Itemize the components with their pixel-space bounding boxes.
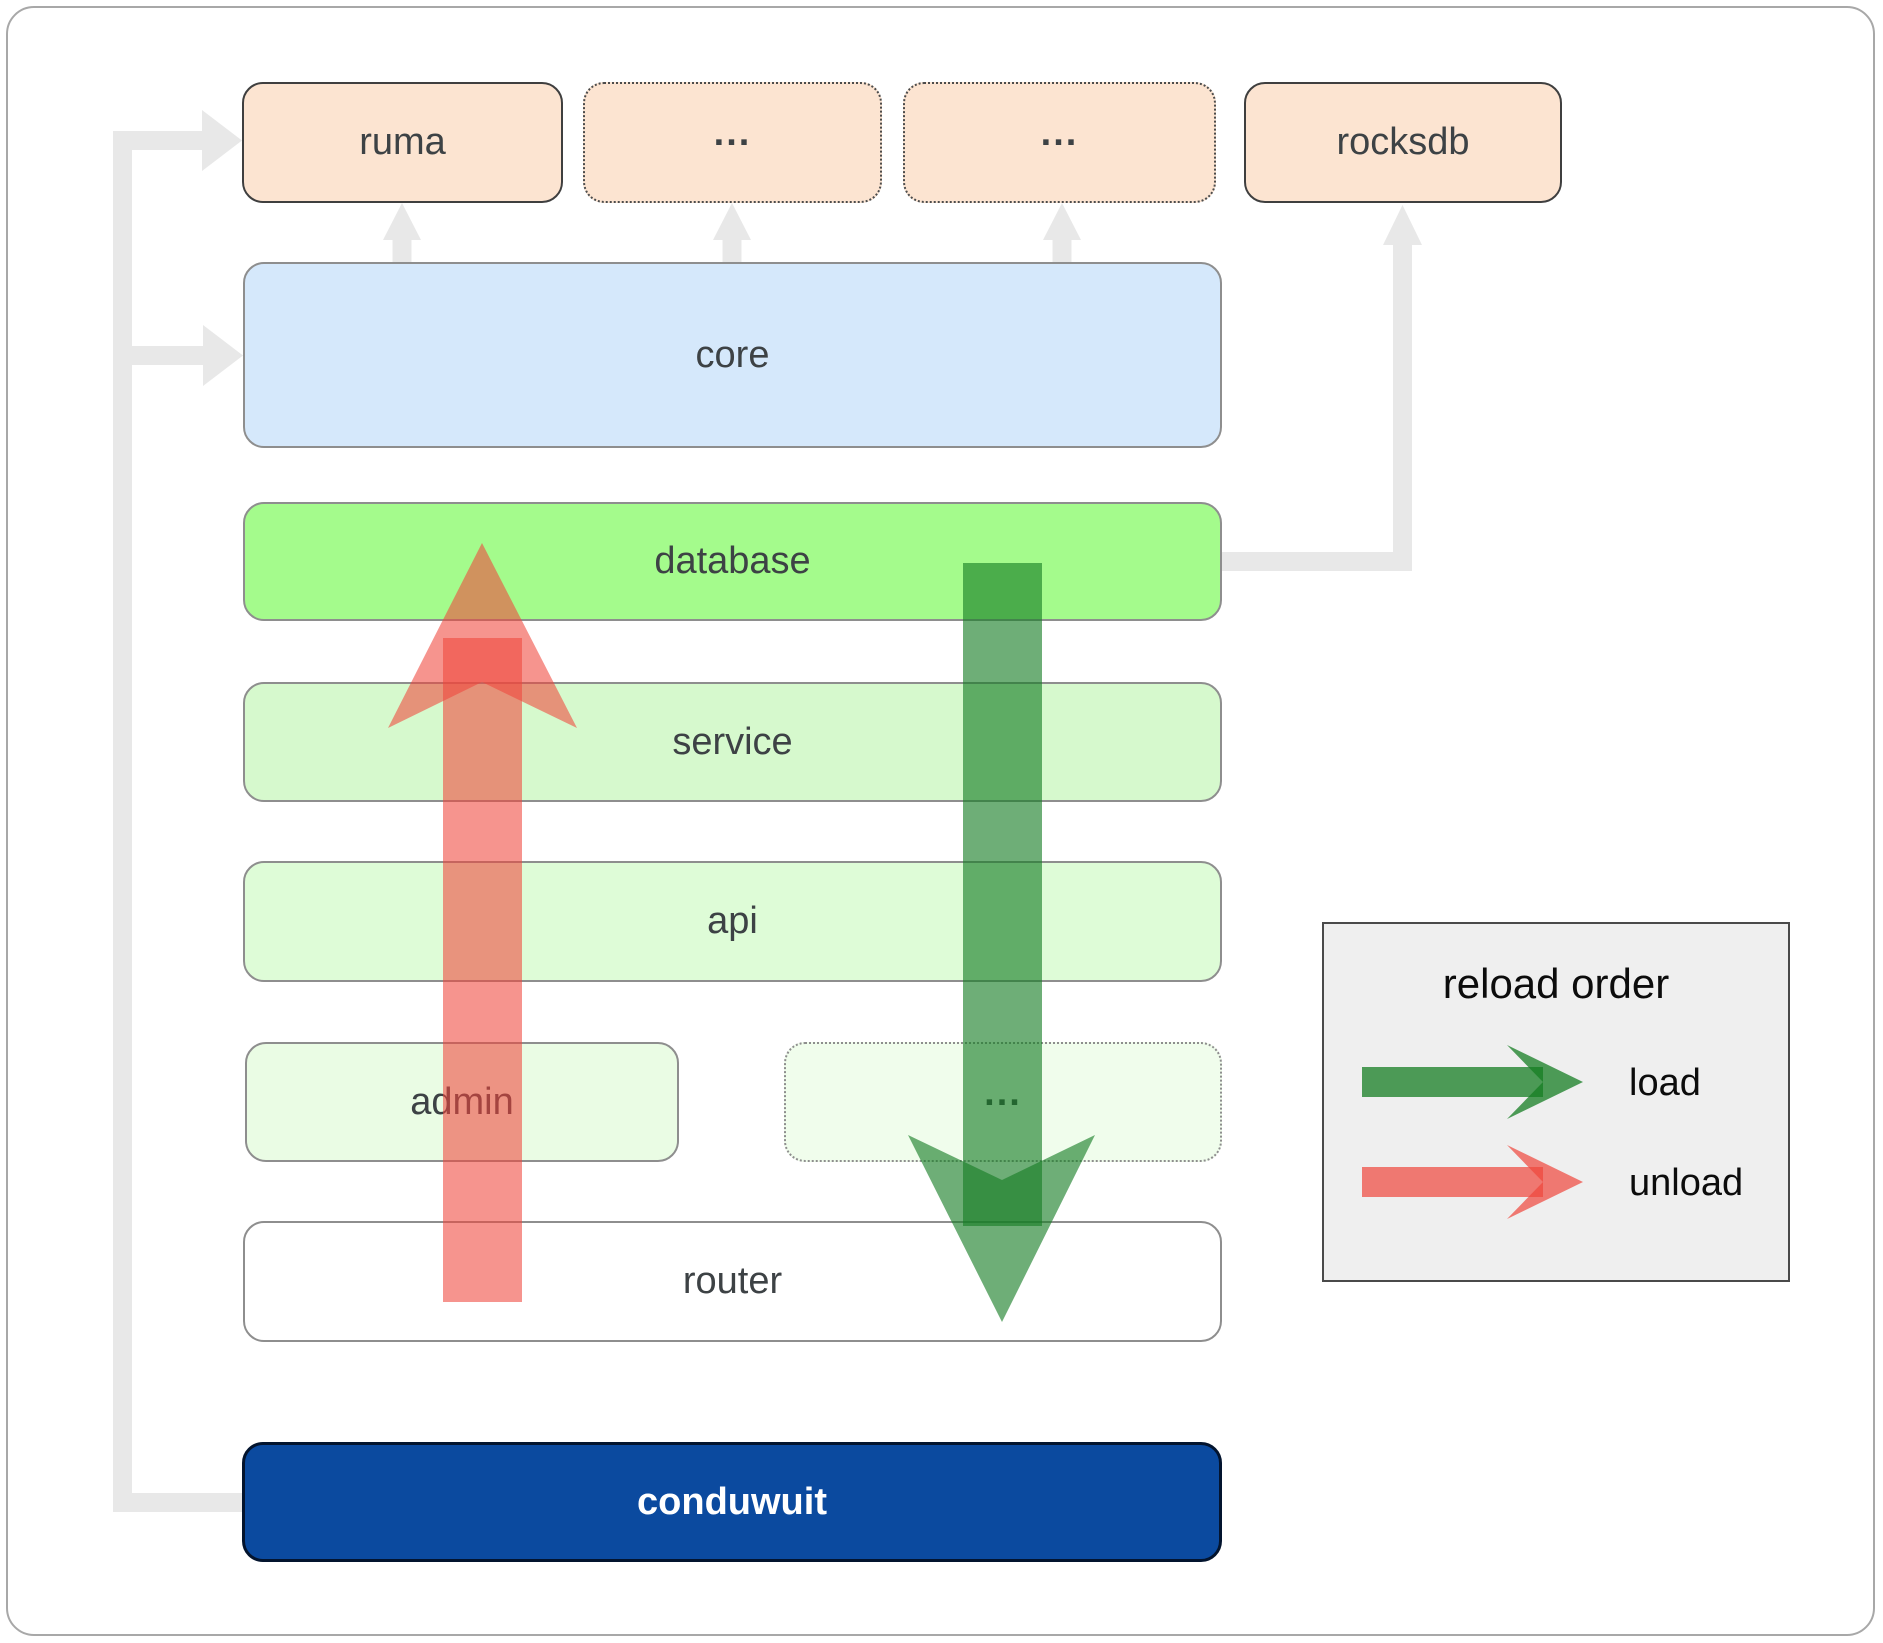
outer-frame: [6, 6, 1875, 1636]
node-ruma-label: ruma: [359, 121, 446, 163]
node-service-ellipsis: ...: [784, 1042, 1222, 1162]
node-conduwuit: conduwuit: [242, 1442, 1222, 1562]
node-router-label: router: [682, 1260, 783, 1302]
node-core-label: core: [695, 333, 770, 376]
node-admin: admin: [245, 1042, 679, 1162]
node-dependency-ellipsis-1: ...: [583, 82, 882, 203]
node-dependency-ellipsis-2: ...: [903, 82, 1216, 203]
node-rocksdb: rocksdb: [1244, 82, 1562, 203]
node-api-label: api: [707, 900, 758, 942]
node-ruma: ruma: [242, 82, 563, 203]
node-conduwuit-label: conduwuit: [637, 1480, 827, 1523]
node-admin-label: admin: [410, 1080, 514, 1123]
legend-unload-label: unload: [1629, 1162, 1744, 1204]
node-service: service: [243, 682, 1222, 802]
node-core: core: [243, 262, 1222, 448]
node-service-label: service: [672, 720, 793, 763]
node-service-ellipsis-label: ...: [984, 1071, 1022, 1114]
node-database-label: database: [654, 540, 811, 582]
legend: reload order load unload: [1322, 922, 1790, 1282]
node-database: database: [243, 502, 1222, 621]
node-api: api: [243, 861, 1222, 982]
node-rocksdb-label: rocksdb: [1336, 121, 1470, 163]
legend-load-label: load: [1629, 1062, 1701, 1104]
node-dependency-ellipsis-2-label: ...: [1040, 112, 1079, 154]
node-router: router: [243, 1221, 1222, 1342]
node-dependency-ellipsis-1-label: ...: [713, 112, 752, 154]
legend-title: reload order: [1442, 960, 1670, 1007]
